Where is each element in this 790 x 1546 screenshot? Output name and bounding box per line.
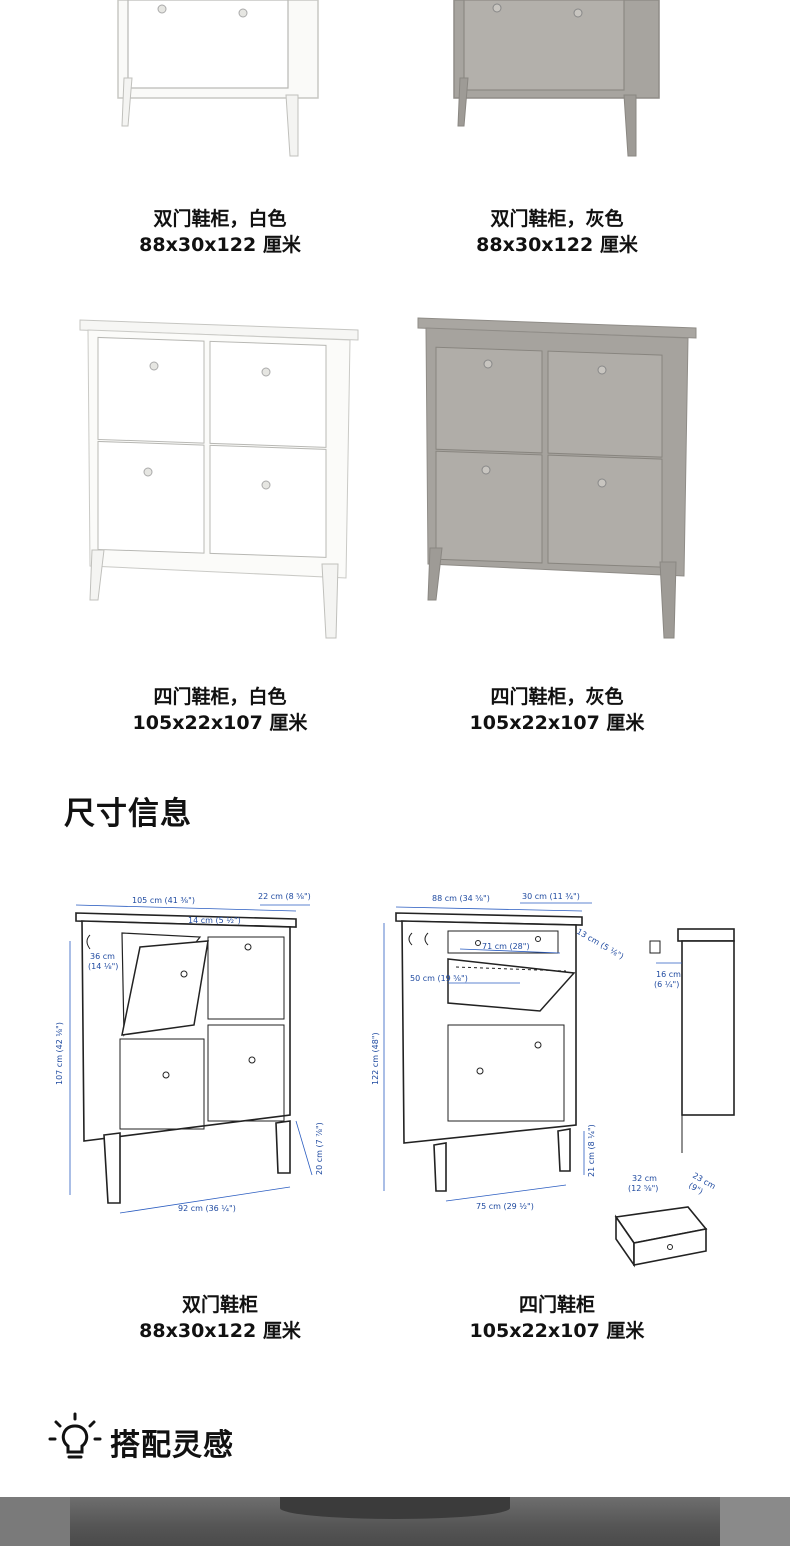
four-door-cabinets-image [79, 317, 697, 639]
wall-panel [720, 1497, 790, 1546]
product-size: 105x22x107 厘米 [132, 712, 308, 734]
wall-panel [0, 1497, 70, 1546]
grey-four-door-cabinet [417, 317, 697, 639]
inspiration-photo [0, 1497, 790, 1546]
label-drawer-width: 32 cm [632, 1174, 657, 1183]
product-size: 88x30x122 厘米 [139, 1320, 301, 1342]
product-size: 105x22x107 厘米 [469, 712, 645, 734]
label-side-depth-in: (6 ¼") [654, 980, 679, 989]
label-inner-in: (14 ⅛") [88, 962, 118, 971]
ceiling-lamp [280, 1497, 510, 1519]
product-name: 四门鞋柜 [518, 1294, 595, 1316]
label-width-top: 105 cm (41 ⅜") [132, 896, 195, 905]
label-leg: 21 cm (8 ¼") [587, 1124, 596, 1177]
two-door-dimension-drawing: 88 cm (34 ⅝") 30 cm (11 ¾") 71 cm (28") … [371, 892, 735, 1268]
white-four-door-cabinet [79, 319, 359, 639]
product-name: 双门鞋柜 [181, 1294, 258, 1316]
product-caption-grey-four-door: 四门鞋柜，灰色 105x22x107 厘米 [407, 684, 707, 736]
product-name: 双门鞋柜，白色 [153, 208, 287, 230]
label-inner: 36 cm [90, 952, 115, 961]
label-inner-depth: 50 cm (19 ⅝") [410, 974, 468, 983]
label-drawer-width-in: (12 ⅝") [628, 1184, 658, 1193]
label-door: 14 cm (5 ½") [188, 916, 241, 925]
inspiration-title: 搭配灵感 [110, 1428, 234, 1463]
dimension-caption-four-door: 四门鞋柜 105x22x107 厘米 [407, 1292, 707, 1344]
label-height: 107 cm (42 ⅛") [55, 1022, 64, 1085]
lightbulb-icon [48, 1412, 102, 1459]
product-name: 双门鞋柜，灰色 [490, 208, 624, 230]
product-name: 四门鞋柜，白色 [153, 686, 287, 708]
product-size: 105x22x107 厘米 [469, 1320, 645, 1342]
dimension-caption-two-door: 双门鞋柜 88x30x122 厘米 [70, 1292, 370, 1344]
label-width-bottom: 92 cm (36 ¼") [178, 1204, 236, 1213]
label-height: 122 cm (48") [371, 1032, 380, 1085]
drawer-drawing [614, 1206, 708, 1268]
side-view-drawing [649, 928, 735, 1153]
product-caption-white-four-door: 四门鞋柜，白色 105x22x107 厘米 [70, 684, 370, 736]
label-door-depth: 13 cm (5 ⅛") [575, 927, 625, 961]
label-width-bottom: 75 cm (29 ½") [476, 1202, 534, 1211]
dimensions-title: 尺寸信息 [64, 796, 192, 832]
label-leg: 20 cm (7 ⅞") [315, 1122, 324, 1175]
label-depth-top: 22 cm (8 ⅝") [258, 892, 311, 901]
label-width-top: 88 cm (34 ⅝") [432, 894, 490, 903]
product-caption-grey-two-door: 双门鞋柜，灰色 88x30x122 厘米 [407, 206, 707, 258]
top-cabinets-image [117, 0, 660, 157]
cabinet-line-drawing [395, 912, 583, 1192]
product-name: 四门鞋柜，灰色 [490, 686, 624, 708]
product-caption-white-two-door: 双门鞋柜，白色 88x30x122 厘米 [70, 206, 370, 258]
grey-two-door-cabinet [453, 0, 660, 157]
four-door-dimension-drawing: 105 cm (41 ⅜") 22 cm (8 ⅝") 14 cm (5 ½")… [55, 892, 324, 1214]
label-depth-top: 30 cm (11 ¾") [522, 892, 580, 901]
label-side-depth: 16 cm [656, 970, 681, 979]
product-size: 88x30x122 厘米 [139, 234, 301, 256]
cabinet-line-drawing [75, 912, 297, 1204]
label-inner-width: 71 cm (28") [482, 942, 530, 951]
white-two-door-cabinet [117, 0, 319, 157]
product-size: 88x30x122 厘米 [476, 234, 638, 256]
